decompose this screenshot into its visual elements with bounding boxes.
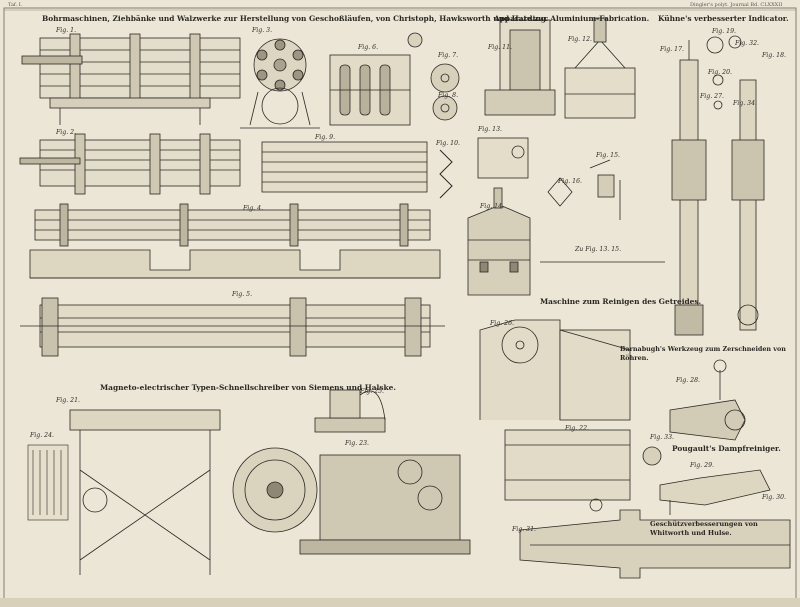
fig-label: Fig. 29. (690, 462, 715, 469)
caption-indikator: Kühne's verbesserter Indicator. (658, 14, 789, 23)
fig-label: Fig. 34. (733, 100, 758, 107)
fig-label: Fig. 20. (708, 69, 733, 76)
relay-fig25 (314, 389, 386, 433)
fig-label: Fig. 5. (232, 291, 253, 298)
caption-dampfreiniger: Pougault's Dampfreiniger. (672, 444, 781, 453)
fig-label: Fig. 22. (565, 425, 590, 432)
fig-label: Fig. 9. (315, 134, 336, 141)
fig-label: Fig. 3. (252, 27, 273, 34)
fig-label: Fig. 28. (676, 377, 701, 384)
bench-fig5 (20, 297, 445, 357)
fig-label: Fig. 21. (56, 397, 81, 404)
fig-label: Fig. 25. (360, 388, 385, 395)
indicator-fig18 (731, 79, 765, 331)
journal-header: Dingler's polyt. Journal Bd. CLXXXII (690, 2, 783, 8)
scale-label: Zu Fig. 13. 15. (575, 246, 622, 253)
fig-label: Fig. 19. (712, 28, 737, 35)
fig-label: Fig. 33. (650, 434, 675, 441)
fig-label: Fig. 8. (438, 92, 459, 99)
fig-label: Fig. 26. (490, 320, 515, 327)
fig-label: Fig. 1. (56, 27, 77, 34)
fig-label: Fig. 6. (358, 44, 379, 51)
grain-cleaner-fig22 (504, 429, 631, 512)
fig-label: Fig. 10. (436, 140, 461, 147)
fig-label: Fig. 2. (56, 129, 77, 136)
indicator-fig17 (671, 40, 707, 336)
tower-fig14 (467, 187, 531, 296)
cannon-fig31 (519, 509, 791, 579)
fig-label: Fig. 17. (660, 46, 685, 53)
plate-number: Taf. I. (8, 2, 23, 8)
fig-label: Fig. 18. (762, 52, 787, 59)
fig-label: Fig. 11. (488, 44, 513, 51)
fig-label: Fig. 14. (480, 203, 505, 210)
paper-strip-fig24 (27, 444, 69, 521)
telegraph-table-fig21 (69, 409, 221, 575)
drill-machine-fig1 (21, 33, 241, 125)
apparatus-fig13 (477, 137, 529, 179)
rosette-fig3 (240, 38, 320, 129)
bars-fig9 (261, 141, 428, 193)
fig-label: Fig. 16. (558, 178, 583, 185)
fig-label: Fig. 15. (596, 152, 621, 159)
fig-label: Fig. 30. (762, 494, 787, 501)
caption-aluminium: Apparate zur Aluminium-Fabrication. (494, 14, 650, 23)
wheels-fig7-8 (430, 63, 460, 121)
caption-geschuetz: Geschützverbesserungen von Whitworth und… (650, 520, 758, 537)
caption-reinigen: Maschine zum Reinigen des Getreides. (540, 297, 702, 306)
rollers-fig6 (329, 54, 411, 126)
grain-cleaner-fig18 (479, 319, 631, 421)
zigzag-fig10 (439, 149, 453, 199)
caption-telegraph: Magneto-electrischer Typen-Schnellschrei… (100, 383, 396, 392)
fig-label: Fig. 23. (345, 440, 370, 447)
type-printer-fig23 (232, 447, 471, 555)
disc-fig4 (407, 32, 423, 48)
fig-label: Fig. 7. (438, 52, 459, 59)
fig-label: Fig. 32. (735, 40, 760, 47)
apparatus-fig15-16 (547, 159, 621, 220)
bench-fig4 (29, 203, 441, 279)
caption-barnabugh: Barnabugh's Werkzeug zum Zerschneiden vo… (620, 345, 786, 362)
drill-machine-fig2 (19, 133, 241, 195)
fig-label: Fig. 12. (568, 36, 593, 43)
fig-label: Fig. 4. (243, 205, 264, 212)
fig-label: Fig. 13. (478, 126, 503, 133)
fig-label: Fig. 31. (512, 526, 537, 533)
apparatus-fig12 (564, 17, 636, 119)
steam-cleaner-fig29 (642, 446, 771, 515)
furnace-fig11 (484, 19, 556, 116)
indicator-fig19-21 (706, 35, 742, 110)
fig-label: Fig. 27. (700, 93, 725, 100)
pipe-cutter-fig28 (669, 359, 746, 441)
fig-label: Fig. 24. (30, 432, 55, 439)
caption-bohrmaschinen: Bohrmaschinen, Ziehbänke und Walzwerke z… (42, 14, 549, 23)
